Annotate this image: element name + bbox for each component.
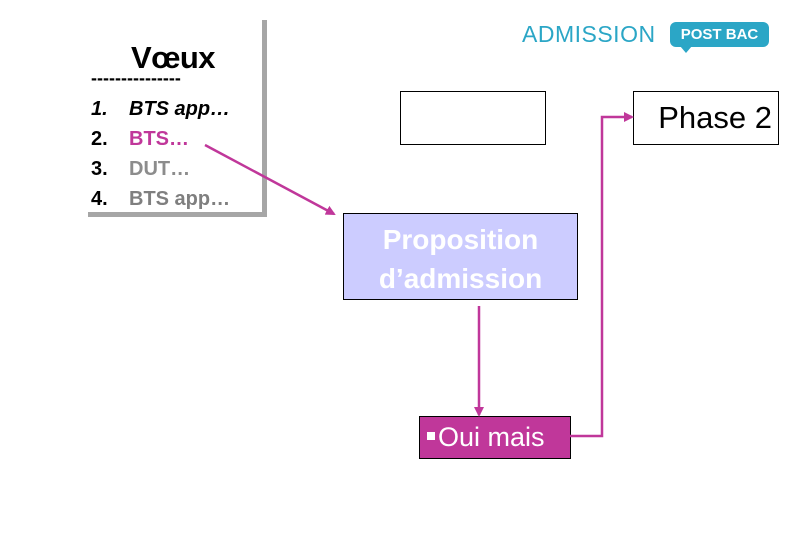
voeux-item-label: BTS app…: [129, 98, 231, 120]
voeux-separator: ---------------: [91, 68, 181, 88]
voeux-item-number: 4.: [91, 188, 108, 210]
logo-badge: POST BAC: [670, 22, 769, 53]
arrow-bts-to-proposition: [204, 143, 336, 216]
voeux-item-number: 3.: [91, 158, 108, 180]
logo-post-bac-text: POST BAC: [680, 26, 759, 43]
voeux-panel: Vœux --------------- 1. BTS app… 2. BTS……: [88, 20, 267, 217]
proposition-label-line1: Proposition: [382, 224, 539, 255]
phase2-label: Phase 2: [658, 100, 772, 135]
proposition-label-line2: d’admission: [378, 263, 543, 294]
oui-mais-label: Oui mais: [438, 422, 545, 452]
arrow-oui-mais-to-phase2: [570, 112, 634, 438]
logo-admission-text: ADMISSION: [522, 21, 656, 47]
proposition-label: Proposition d’admission: [344, 220, 577, 298]
empty-box: [400, 91, 546, 145]
voeux-item-label: DUT…: [129, 158, 191, 180]
phase2-box: Phase 2: [633, 91, 779, 145]
oui-mais-box: Oui mais: [419, 416, 571, 459]
voeux-item-number: 2.: [91, 128, 108, 150]
voeux-title: Vœux: [130, 40, 216, 75]
voeux-item-label: BTS app…: [129, 188, 231, 210]
square-bullet-icon: [427, 432, 435, 440]
proposition-box: Proposition d’admission: [343, 213, 578, 300]
voeux-item-label: BTS…: [129, 128, 189, 150]
voeux-item-number: 1.: [91, 98, 108, 120]
